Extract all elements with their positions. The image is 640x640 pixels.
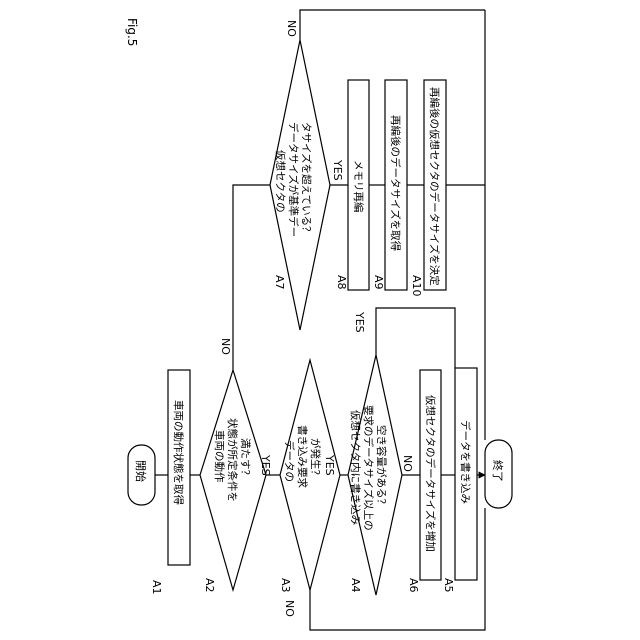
connector-a4-yes xyxy=(376,308,455,368)
start-terminal: 開始 xyxy=(128,445,155,505)
svg-text:開始: 開始 xyxy=(134,460,148,482)
svg-text:書き込み要求: 書き込み要求 xyxy=(296,425,309,488)
svg-text:A6: A6 xyxy=(407,578,420,593)
branch-label-a4-no: NO xyxy=(401,455,414,472)
branch-label-a2-yes: YES xyxy=(259,454,272,476)
svg-text:再編後の仮想セクタのデータサイズを決定: 再編後の仮想セクタのデータサイズを決定 xyxy=(428,87,441,286)
svg-text:空き容量がある？: 空き容量がある？ xyxy=(375,425,388,509)
svg-text:データサイズが基準デー: データサイズが基準デー xyxy=(287,122,300,237)
svg-text:A10: A10 xyxy=(410,275,423,297)
step-a6: 仮想セクタのデータサイズを増加 A6 xyxy=(407,370,441,593)
svg-text:A7: A7 xyxy=(273,275,286,290)
svg-text:満たす？: 満たす？ xyxy=(239,438,251,480)
svg-text:A2: A2 xyxy=(203,578,216,593)
connector-a7-no xyxy=(300,10,485,40)
branch-label-a7-no: NO xyxy=(285,20,298,37)
svg-text:車両の動作状態を取得: 車両の動作状態を取得 xyxy=(172,400,185,505)
svg-text:A3: A3 xyxy=(279,578,292,593)
svg-text:A4: A4 xyxy=(349,578,362,593)
step-a2-decision: 車両の動作 状態が所定条件を 満たす？ A2 xyxy=(200,370,266,593)
branch-label-a7-yes: YES xyxy=(331,159,344,181)
svg-text:仮想セクタの: 仮想セクタの xyxy=(274,150,287,213)
svg-text:要求のデータサイズ以上の: 要求のデータサイズ以上の xyxy=(362,405,375,531)
branch-label-a3-no: NO xyxy=(283,600,296,617)
step-a5: データを書き込み A5 xyxy=(442,368,477,593)
svg-text:データを書き込み: データを書き込み xyxy=(459,420,472,504)
svg-text:A1: A1 xyxy=(150,580,163,595)
step-a7-decision: 仮想セクタの データサイズが基準デー タサイズを超えている？ A7 xyxy=(270,40,330,330)
end-terminal: 終了 xyxy=(485,440,512,508)
step-a1: 車両の動作状態を取得 A1 xyxy=(150,370,190,595)
svg-text:仮想セクタのデータサイズを増加: 仮想セクタのデータサイズを増加 xyxy=(424,395,437,552)
step-a4-decision: 仮想セクタ内に書き込み 要求のデータサイズ以上の 空き容量がある？ A4 xyxy=(348,355,402,595)
svg-text:データの: データの xyxy=(283,440,296,482)
branch-label-a3-yes: YES xyxy=(323,454,336,476)
step-a10: 再編後の仮想セクタのデータサイズを決定 A10 xyxy=(410,80,446,297)
svg-text:仮想セクタ内に書き込み: 仮想セクタ内に書き込み xyxy=(349,410,362,525)
step-a3-decision: データの 書き込み要求 が発生？ A3 xyxy=(279,360,340,593)
branch-label-a2-no: NO xyxy=(219,338,232,355)
svg-text:A9: A9 xyxy=(372,275,385,290)
svg-text:再編後のデータサイズを取得: 再編後のデータサイズを取得 xyxy=(389,115,402,251)
svg-text:終了: 終了 xyxy=(491,460,505,482)
figure-label: Fig.5 xyxy=(125,18,139,46)
svg-text:車両の動作: 車両の動作 xyxy=(213,430,226,483)
branch-label-a4-yes: YES xyxy=(353,311,366,333)
connector-a2-no-a7 xyxy=(233,185,270,370)
svg-text:が発生？: が発生？ xyxy=(309,438,322,480)
svg-text:タサイズを超えている？: タサイズを超えている？ xyxy=(300,122,313,237)
svg-text:A8: A8 xyxy=(335,275,348,290)
svg-text:A5: A5 xyxy=(442,578,455,593)
svg-text:メモリ再編: メモリ再編 xyxy=(352,160,365,213)
svg-text:状態が所定条件を: 状態が所定条件を xyxy=(226,418,239,502)
